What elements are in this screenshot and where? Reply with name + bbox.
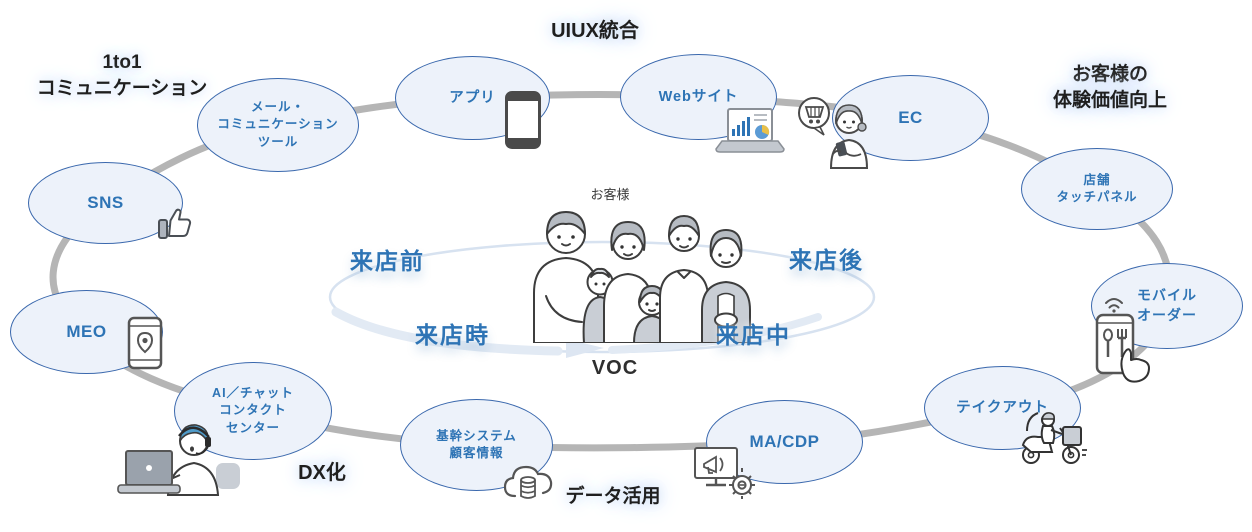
heading-dx: DX化 [298,462,346,484]
customer-family-illustration [533,211,751,343]
journey-ring-arrowhead [566,339,604,358]
order-phone-icon [1095,298,1150,383]
node-mobile-order-label: モバイル オーダー [1137,287,1197,323]
node-sns: SNS [28,162,183,244]
shopper-with-phone-icon [798,97,869,169]
node-ma-cdp-label: MA/CDP [749,432,820,452]
node-store-touch-panel-label: 店舗 タッチパネル [1056,172,1138,205]
delivery-scooter-icon [1021,412,1087,464]
cloud-database-icon [503,465,553,499]
laptop-analytics-icon [715,108,785,153]
journey-after-visit-label: 来店後 [789,247,864,273]
node-store-touch-panel: 店舗 タッチパネル [1021,148,1173,230]
journey-during-visit-label: 来店中 [716,322,791,348]
node-ai-chat-contact-center-label: AI／チャット コンタクト センター [212,385,294,435]
journey-at-visit-label: 来店時 [415,322,490,348]
node-core-system-label: 基幹システム 顧客情報 [436,428,517,461]
operator-laptop-icon [117,424,240,496]
node-sns-label: SNS [87,193,124,213]
heading-uiux-integration: UIUX統合 [551,20,639,42]
node-ec-label: EC [898,108,923,128]
customer-label: お客様 [590,187,630,202]
heading-customer-experience-value: お客様の 体験価値向上 [1052,64,1167,111]
heading-data-utilization: データ活用 [565,486,661,507]
node-app-label: アプリ [449,89,496,106]
node-website-label: Webサイト [658,88,739,105]
journey-ring-band-left [331,307,563,356]
journey-ring [328,240,876,354]
marketing-monitor-gear-icon [694,447,755,499]
smartphone-icon [505,91,541,149]
node-mail-communication-tool-label: メール・ コミュニケーション ツール [217,99,339,149]
voc-label: VOC [591,357,639,379]
node-meo-label: MEO [66,322,107,342]
journey-before-visit-label: 来店前 [350,248,425,274]
map-pin-phone-icon [127,316,163,370]
node-mail-communication-tool: メール・ コミュニケーション ツール [197,78,359,172]
node-takeout-label: テイクアウト [956,399,1049,416]
node-core-system: 基幹システム 顧客情報 [400,399,553,491]
thumbs-up-icon [158,208,192,239]
heading-1to1-communication: 1to1 コミュニケーション [36,52,208,99]
